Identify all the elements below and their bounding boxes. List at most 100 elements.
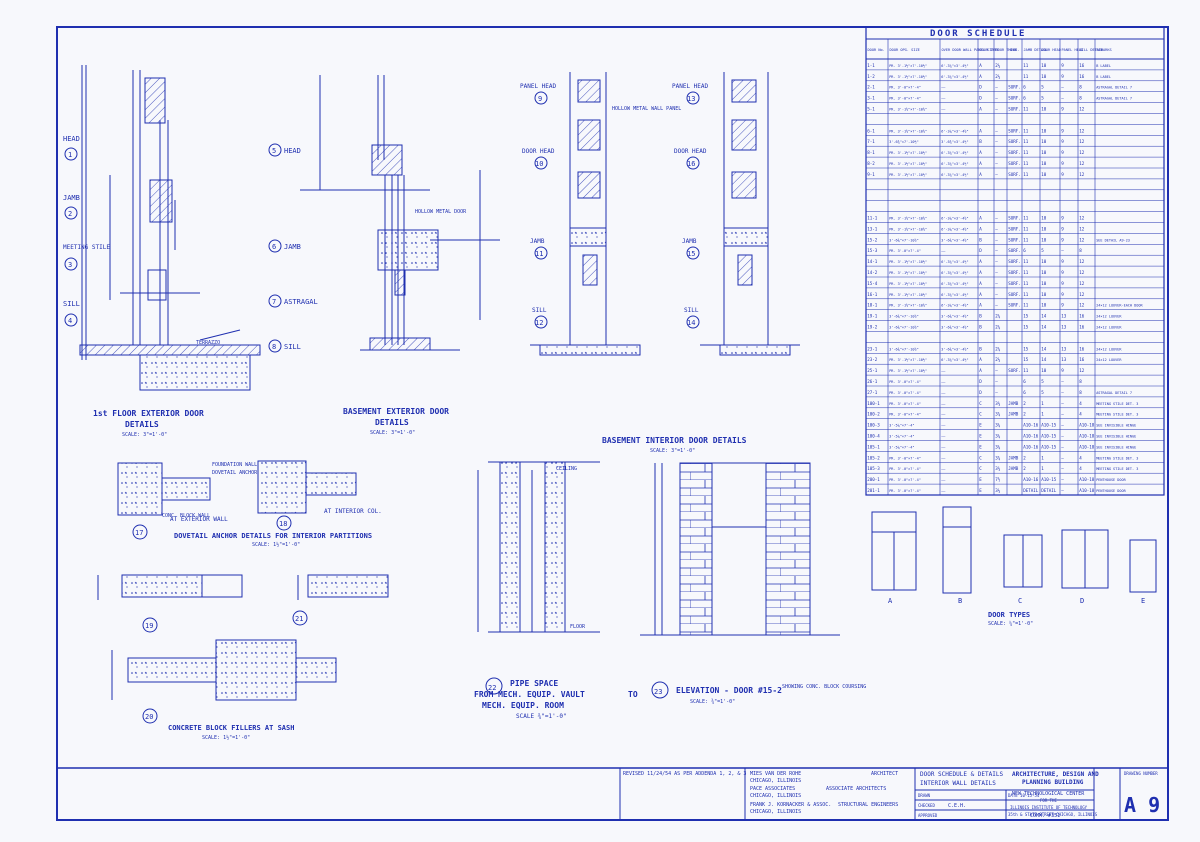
door-types-title: DOOR TYPES <box>988 611 1030 619</box>
schedule-cell: 7-1 <box>867 139 875 144</box>
schedule-cell: 8 <box>1079 248 1082 253</box>
callout-meeting-stile-label: MEETING STILE <box>63 244 110 251</box>
schedule-cell: D <box>979 379 982 384</box>
callout-8: 8 <box>272 343 276 351</box>
pipe-space-to: TO <box>628 690 638 699</box>
schedule-cell: 23-1 <box>867 346 878 351</box>
schedule-cell: PR. 3'-0"×7'-4" <box>889 402 921 406</box>
callout-12: 12 <box>535 319 543 327</box>
schedule-cell: — <box>1061 466 1064 471</box>
schedule-cell: 3'-5¼"×7'-4" <box>889 435 914 440</box>
schedule-cell: 10 <box>1041 139 1047 144</box>
schedule-cell: B <box>979 314 982 319</box>
callout-7-astragal-label: ASTRAGAL <box>284 298 318 306</box>
schedule-cell: —— <box>941 380 946 384</box>
schedule-cell: 3¼ <box>995 434 1001 440</box>
elevation-scale: SCALE: ¾"=1'-0" <box>690 699 735 705</box>
schedule-cell: 8 <box>1079 390 1082 395</box>
schedule-cell: 3¾ <box>995 412 1001 418</box>
schedule-cell: 6'-3¼"×3'-4½" <box>941 173 968 178</box>
callout-19: 19 <box>145 622 153 630</box>
schedule-cell: 10 <box>1041 259 1047 264</box>
schedule-cell: 7½ <box>995 477 1001 482</box>
engineer-name: FRANK J. KORNACKER & ASSOC. <box>750 802 831 808</box>
terrazzo-note: TERRAZZO <box>196 340 220 346</box>
schedule-cell: A10-18 <box>1079 423 1095 428</box>
schedule-cell: 6'-3¼"×3'-4½" <box>941 358 968 363</box>
schedule-cell: 2¼ <box>995 74 1001 80</box>
elevation-door-15-2 <box>640 462 840 636</box>
schedule-cell: 16 <box>1079 63 1085 68</box>
schedule-cell: 15-4 <box>867 281 878 286</box>
schedule-cell: A <box>979 281 982 286</box>
callout-7: 7 <box>272 298 276 306</box>
schedule-cell: A <box>979 270 982 275</box>
schedule-cell: 6'-3¼"×3'-4½" <box>941 260 968 265</box>
callout-6: 6 <box>272 243 276 251</box>
architect-name: MIES VAN DER ROHE <box>750 771 801 777</box>
schedule-cell: 10 <box>1041 226 1047 231</box>
schedule-cell: 13 <box>1061 325 1067 330</box>
first-floor-title2: DETAILS <box>125 420 159 429</box>
schedule-cell: A <box>979 226 982 231</box>
schedule-cell: JAMB <box>1008 401 1019 406</box>
schedule-cell: 11 <box>1023 368 1029 373</box>
door-type-letter: D <box>1080 597 1084 605</box>
schedule-cell: 9 <box>1061 128 1064 133</box>
drawn-label: DRAWN <box>918 793 931 798</box>
schedule-cell: A10-15 <box>1041 444 1057 449</box>
schedule-cell: DETAIL <box>1023 488 1039 493</box>
callout-5-head-label: HEAD <box>284 147 301 155</box>
checked-label: CHECKED <box>918 803 935 808</box>
schedule-cell: PR. 3'-0"×7'-4" <box>889 249 921 253</box>
dovetail-caption-interior: AT INTERIOR COL. <box>324 508 382 515</box>
schedule-cell: — <box>1061 85 1064 90</box>
schedule-cell: 2 <box>1023 466 1026 471</box>
schedule-cell: —— <box>941 478 946 482</box>
schedule-cell: 100-1 <box>867 401 880 406</box>
dovetail-anchor-note: DOVETAIL ANCHOR <box>212 470 258 476</box>
schedule-cell: 6 <box>1023 379 1026 384</box>
schedule-cell: 24×12 LOUVER <box>1096 358 1122 362</box>
schedule-cell: 5 <box>1041 390 1044 395</box>
schedule-cell: 10 <box>1041 172 1047 177</box>
schedule-cell: 9 <box>1061 226 1064 231</box>
schedule-cell: 8-1 <box>867 150 875 155</box>
schedule-cell: 24×12 LOUVER <box>1096 315 1122 319</box>
schedule-cell: — <box>1061 96 1064 101</box>
jamb-label-a: JAMB <box>530 238 545 245</box>
schedule-cell: B LABEL <box>1096 64 1111 68</box>
schedule-cell: 3'-6¾"×7'-10½" <box>889 238 919 243</box>
schedule-cell: 11 <box>1023 259 1029 264</box>
schedule-cell: 15 <box>1023 357 1029 362</box>
schedule-cell: 3'-6¾"×7'-10½" <box>889 315 919 320</box>
schedule-cell: 2 <box>1023 455 1026 460</box>
schedule-cell: — <box>995 248 998 253</box>
project-line-5: ILLINOIS INSTITUTE OF TECHNOLOGY <box>1010 805 1088 810</box>
schedule-cell: 10 <box>1041 237 1047 242</box>
schedule-cell: SURF. <box>1008 107 1021 112</box>
schedule-cell: PR. 3'-0"×7'-4" <box>889 456 921 460</box>
schedule-cell: C <box>979 455 982 460</box>
schedule-cell: 12 <box>1079 259 1085 264</box>
schedule-cell: 9 <box>1061 172 1064 177</box>
schedule-cell: 11-1 <box>867 216 878 221</box>
schedule-cell: SURF. <box>1008 172 1021 177</box>
schedule-cell: A10-16 <box>1023 434 1039 439</box>
schedule-cell: 6 <box>1023 85 1026 90</box>
schedule-cell: 12 <box>1079 216 1085 221</box>
schedule-cell: 13 <box>1061 357 1067 362</box>
schedule-cell: 4 <box>1079 466 1082 471</box>
schedule-cell: JAMB <box>1008 455 1019 460</box>
schedule-cell: 14 <box>1041 357 1047 362</box>
schedule-cell: 9 <box>1061 216 1064 221</box>
schedule-cell: —— <box>941 369 946 373</box>
